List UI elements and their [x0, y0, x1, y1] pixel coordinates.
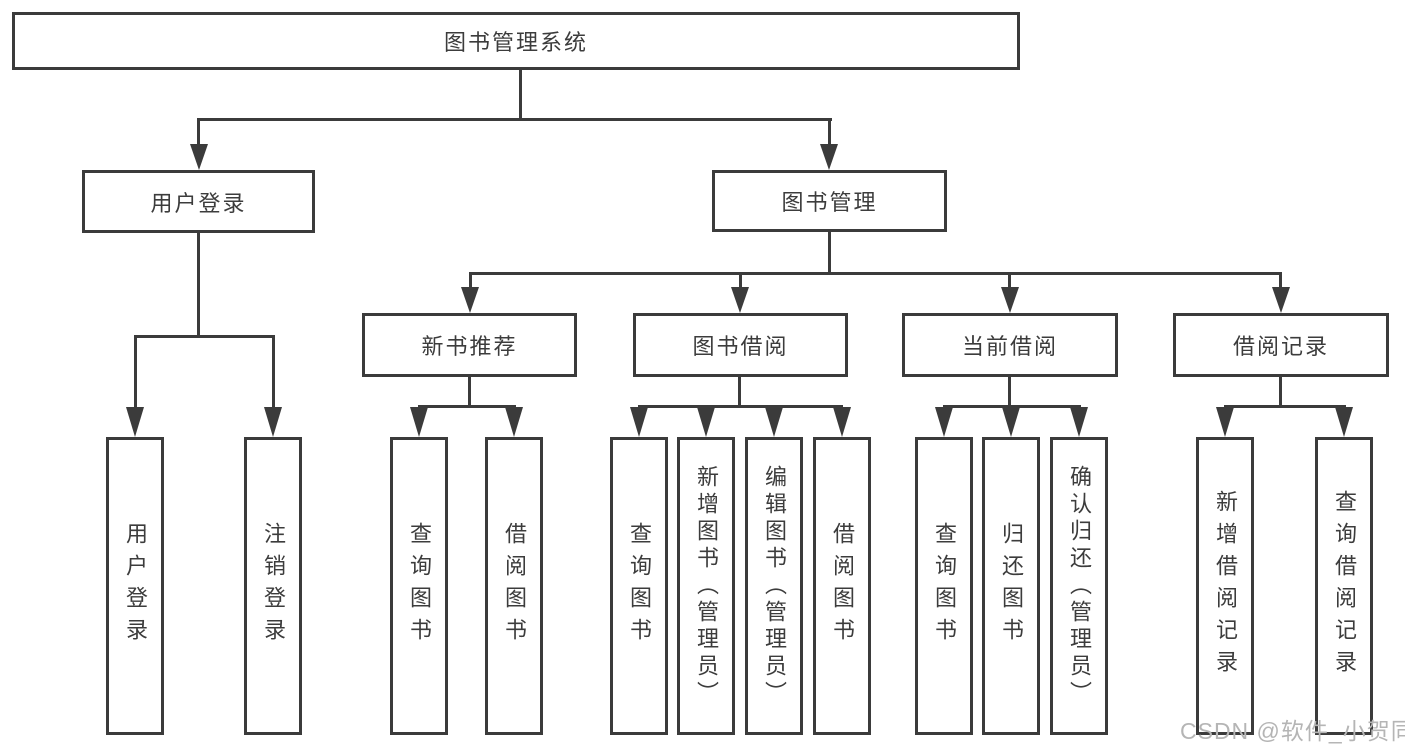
edge-to-new-book-recommend	[469, 275, 472, 287]
arrow-down-icon	[1216, 407, 1234, 437]
node-new-book-recommend-label: 新书推荐	[421, 334, 518, 359]
node-root: 图书管理系统	[12, 12, 1020, 70]
leaf-recommend-borrow-book: 借阅图书	[485, 437, 543, 735]
edge-to-leaf-user-login	[134, 338, 137, 408]
leaf-record-query-borrow-record-label: 查询借阅记录	[1332, 490, 1357, 682]
node-current-borrow: 当前借阅	[902, 313, 1118, 377]
arrow-down-icon	[190, 144, 208, 170]
edge-book-borrow-stem	[738, 377, 741, 407]
leaf-borrow-query-book: 查询图书	[610, 437, 668, 735]
node-user-login-label: 用户登录	[150, 190, 247, 216]
edge-to-current-borrow	[1008, 275, 1011, 287]
leaf-borrow-borrow-book: 借阅图书	[813, 437, 871, 735]
leaf-borrow-borrow-book-label: 借阅图书	[830, 522, 855, 650]
arrow-down-icon	[1272, 287, 1290, 313]
leaf-borrow-add-book-admin-label: 新增图书（管理员）	[694, 464, 719, 708]
arrow-down-icon	[505, 407, 523, 437]
leaf-borrow-add-book-admin: 新增图书（管理员）	[677, 437, 735, 735]
arrow-down-icon	[1001, 287, 1019, 313]
leaf-logout: 注销登录	[244, 437, 302, 735]
leaf-user-login-label: 用户登录	[123, 522, 148, 650]
arrow-down-icon	[1002, 407, 1020, 437]
leaf-recommend-borrow-book-label: 借阅图书	[502, 522, 527, 650]
edge-borrow-record-stem	[1279, 377, 1282, 407]
edge-book-management-stem	[828, 232, 831, 272]
leaf-record-add-borrow-record: 新增借阅记录	[1196, 437, 1254, 735]
leaf-record-add-borrow-record-label: 新增借阅记录	[1213, 490, 1238, 682]
node-new-book-recommend: 新书推荐	[362, 313, 577, 377]
edge-book-management-rail	[469, 272, 1282, 275]
arrow-down-icon	[820, 144, 838, 170]
arrow-down-icon	[126, 407, 144, 437]
node-current-borrow-label: 当前借阅	[961, 334, 1058, 359]
leaf-current-query-book: 查询图书	[915, 437, 973, 735]
edge-user-login-stem	[197, 233, 200, 335]
edge-user-login-rail	[134, 335, 275, 338]
arrow-down-icon	[935, 407, 953, 437]
arrow-down-icon	[630, 407, 648, 437]
edge-new-book-recommend-stem	[468, 377, 471, 407]
arrow-down-icon	[765, 407, 783, 437]
edge-to-borrow-record	[1279, 275, 1282, 287]
leaf-current-query-book-label: 查询图书	[932, 522, 957, 650]
arrow-down-icon	[833, 407, 851, 437]
arrow-down-icon	[264, 407, 282, 437]
node-book-borrow-label: 图书借阅	[692, 334, 789, 359]
node-book-management: 图书管理	[712, 170, 947, 232]
arrow-down-icon	[410, 407, 428, 437]
edge-new-book-recommend-rail	[418, 405, 516, 408]
node-borrow-record: 借阅记录	[1173, 313, 1389, 377]
leaf-borrow-edit-book-admin: 编辑图书（管理员）	[745, 437, 803, 735]
edge-borrow-record-rail	[1224, 405, 1346, 408]
node-borrow-record-label: 借阅记录	[1232, 334, 1329, 359]
leaf-logout-label: 注销登录	[261, 522, 286, 650]
csdn-watermark: CSDN @软件_小贺同学	[1180, 718, 1405, 744]
leaf-borrow-query-book-label: 查询图书	[627, 522, 652, 650]
leaf-borrow-edit-book-admin-label: 编辑图书（管理员）	[762, 464, 787, 708]
arrow-down-icon	[697, 407, 715, 437]
node-root-label: 图书管理系统	[443, 30, 588, 55]
edge-root-to-book-management	[828, 121, 831, 146]
leaf-current-return-book: 归还图书	[982, 437, 1040, 735]
leaf-current-confirm-return-admin: 确认归还（管理员）	[1050, 437, 1108, 735]
edge-to-book-borrow	[739, 275, 742, 287]
edge-root-stem	[519, 70, 522, 118]
leaf-current-return-book-label: 归还图书	[999, 522, 1024, 650]
leaf-record-query-borrow-record: 查询借阅记录	[1315, 437, 1373, 735]
edge-to-leaf-logout	[272, 338, 275, 408]
leaf-recommend-query-book-label: 查询图书	[407, 522, 432, 650]
leaf-user-login: 用户登录	[106, 437, 164, 735]
arrow-down-icon	[731, 287, 749, 313]
edge-root-rail	[197, 118, 832, 121]
edge-current-borrow-rail	[943, 405, 1081, 408]
arrow-down-icon	[1335, 407, 1353, 437]
edge-book-borrow-rail	[638, 405, 843, 408]
arrow-down-icon	[461, 287, 479, 313]
node-book-management-label: 图书管理	[781, 190, 878, 215]
edge-current-borrow-stem	[1008, 377, 1011, 407]
node-book-borrow: 图书借阅	[633, 313, 848, 377]
leaf-current-confirm-return-admin-label: 确认归还（管理员）	[1067, 464, 1092, 708]
leaf-recommend-query-book: 查询图书	[390, 437, 448, 735]
node-user-login: 用户登录	[82, 170, 315, 233]
edge-root-to-user-login	[197, 121, 200, 146]
arrow-down-icon	[1070, 407, 1088, 437]
